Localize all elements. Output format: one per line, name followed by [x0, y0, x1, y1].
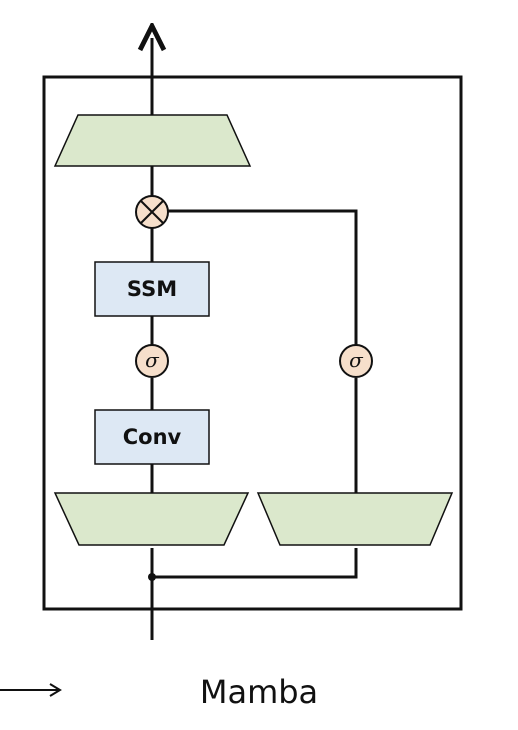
output-projection — [53, 114, 252, 167]
input-projection-right — [256, 492, 454, 546]
ssm-label: SSM — [127, 277, 177, 301]
block-frame — [42, 75, 463, 611]
conv-block — [94, 409, 210, 465]
sigma-left-circle — [135, 344, 169, 378]
sigma-right-label: σ — [349, 348, 364, 372]
sigma-left-label: σ — [145, 348, 160, 372]
multiply-icon-stroke-b — [140, 200, 164, 224]
ssm-block — [94, 261, 210, 317]
sigma-right-circle — [339, 344, 373, 378]
conv-label: Conv — [123, 425, 182, 449]
diagram-caption: Mamba — [200, 673, 318, 711]
multiply-operator — [135, 195, 169, 229]
caption-arrow-head — [49, 683, 62, 697]
gate-branch-line-to-multiply — [168, 209, 358, 345]
gate-branch-path — [152, 548, 358, 579]
input-projection-left — [53, 492, 250, 546]
